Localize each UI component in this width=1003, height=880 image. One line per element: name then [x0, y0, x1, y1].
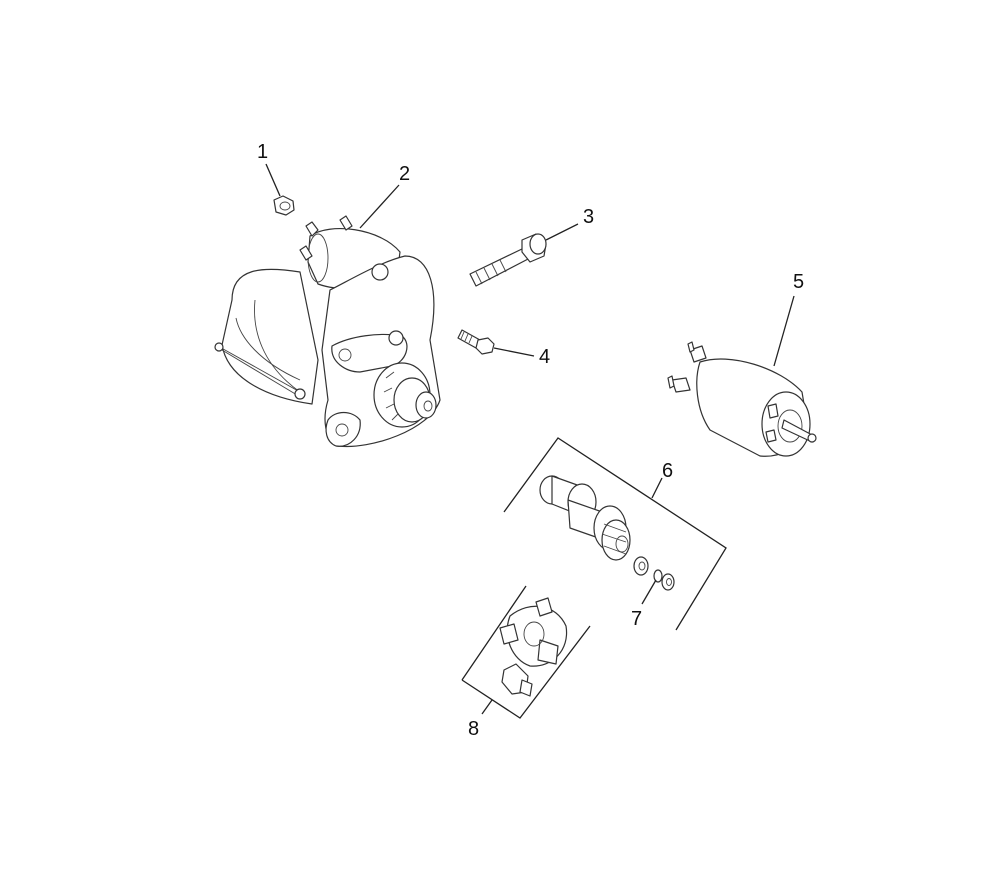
- washer-ring-icon: [633, 556, 675, 591]
- brush-holder-kit-icon: [499, 597, 568, 697]
- leader-8: [481, 699, 493, 715]
- leader-2: [359, 184, 400, 229]
- callout-3: 3: [583, 206, 594, 228]
- bolt-icon: [469, 233, 547, 287]
- callout-5: 5: [793, 271, 804, 293]
- leader-6: [651, 477, 663, 499]
- solenoid-icon: [667, 341, 817, 457]
- leader-7: [641, 579, 657, 605]
- leader-1: [265, 163, 281, 197]
- callout-2: 2: [399, 163, 410, 185]
- starter-motor-icon: [214, 215, 441, 448]
- callout-6: 6: [662, 460, 673, 482]
- leader-4: [493, 347, 535, 357]
- callout-1: 1: [257, 141, 268, 163]
- pinion-gear-kit-icon: [539, 475, 631, 561]
- leader-lines: [265, 163, 795, 715]
- pinion-gear-kit-frame: [503, 437, 727, 631]
- callout-8: 8: [468, 718, 479, 740]
- callout-7: 7: [631, 608, 642, 630]
- nut-icon: [273, 195, 295, 216]
- screw-icon: [457, 329, 495, 355]
- leader-3: [545, 223, 579, 241]
- leader-5: [773, 295, 795, 367]
- brush-holder-kit-frame: [461, 585, 591, 719]
- callout-4: 4: [539, 346, 550, 368]
